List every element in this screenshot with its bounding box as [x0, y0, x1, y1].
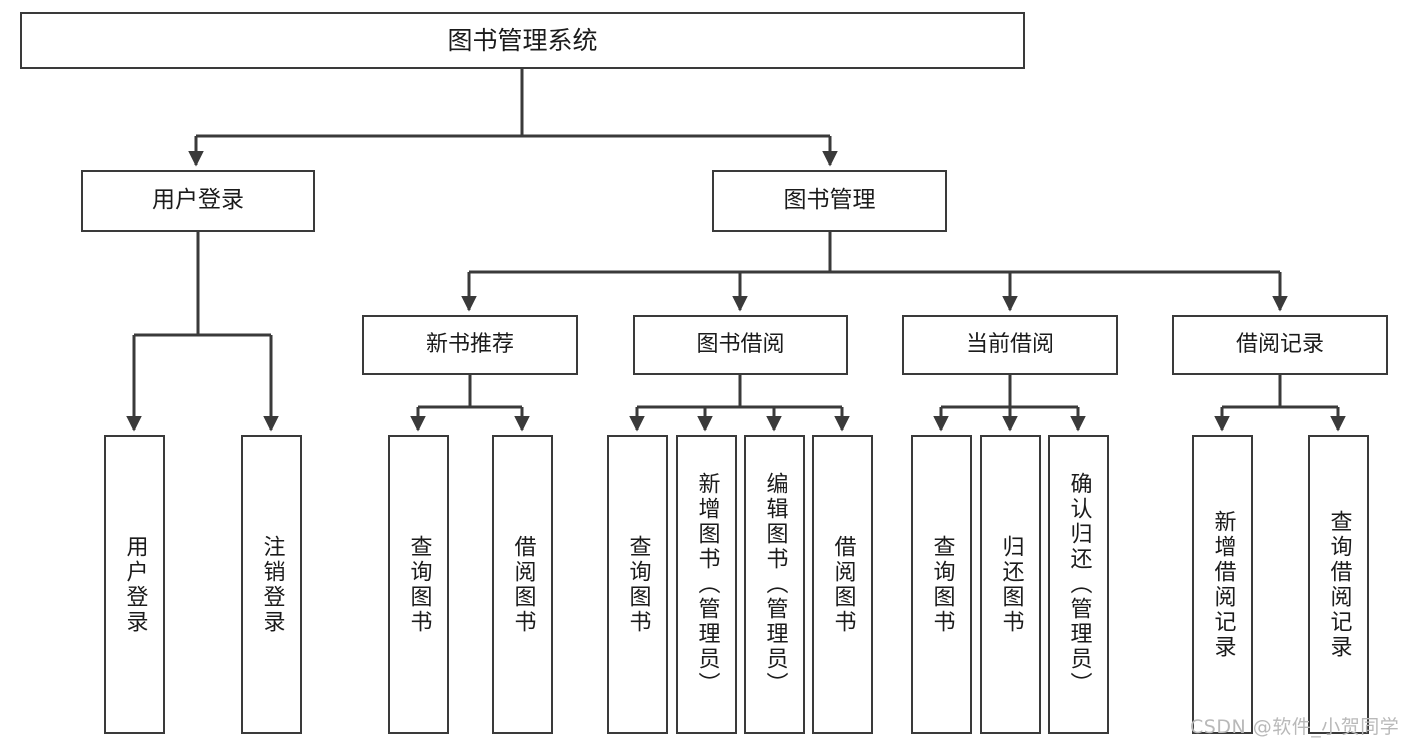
node-label: 借阅图书 [830, 534, 856, 635]
node-new-book-recommendation[interactable]: 新书推荐 [362, 315, 578, 375]
leaf-user-login[interactable]: 用户登录 [104, 435, 165, 734]
leaf-add-borrow-record[interactable]: 新增借阅记录 [1192, 435, 1253, 734]
node-label: 归还图书 [998, 534, 1024, 635]
node-label: 借阅记录 [1235, 332, 1324, 358]
leaf-query-borrow-record[interactable]: 查询借阅记录 [1308, 435, 1369, 734]
node-label: 查询借阅记录 [1326, 509, 1352, 660]
node-label: 查询图书 [406, 534, 432, 635]
leaf-return-book[interactable]: 归还图书 [980, 435, 1041, 734]
node-label: 查询图书 [929, 534, 955, 635]
leaf-borrow-book-bb[interactable]: 借阅图书 [812, 435, 873, 734]
node-label: 用户登录 [122, 534, 148, 635]
node-label: 新书推荐 [425, 332, 514, 358]
node-label: 图书管理 [783, 187, 876, 214]
node-label: 注销登录 [259, 534, 285, 635]
node-book-management-system[interactable]: 图书管理系统 [20, 12, 1025, 69]
node-label: 确认归还（管理员） [1066, 472, 1092, 697]
node-borrowing-records[interactable]: 借阅记录 [1172, 315, 1388, 375]
leaf-query-book-cb[interactable]: 查询图书 [911, 435, 972, 734]
node-label: 编辑图书（管理员） [762, 472, 788, 697]
node-book-borrowing[interactable]: 图书借阅 [633, 315, 848, 375]
node-label: 图书管理系统 [447, 25, 598, 55]
leaf-logout[interactable]: 注销登录 [241, 435, 302, 734]
node-label: 新增借阅记录 [1210, 509, 1236, 660]
node-label: 借阅图书 [510, 534, 536, 635]
leaf-query-book-bb[interactable]: 查询图书 [607, 435, 668, 734]
node-label: 图书借阅 [696, 332, 785, 358]
leaf-confirm-return-admin[interactable]: 确认归还（管理员） [1048, 435, 1109, 734]
node-label: 查询图书 [625, 534, 651, 635]
node-book-management[interactable]: 图书管理 [712, 170, 947, 232]
node-label: 新增图书（管理员） [694, 472, 720, 697]
node-user-login[interactable]: 用户登录 [81, 170, 315, 232]
leaf-edit-book-admin[interactable]: 编辑图书（管理员） [744, 435, 805, 734]
watermark: CSDN @软件_小贺同学 [1190, 716, 1400, 738]
leaf-query-book-nbr[interactable]: 查询图书 [388, 435, 449, 734]
leaf-add-book-admin[interactable]: 新增图书（管理员） [676, 435, 737, 734]
node-label: 用户登录 [152, 187, 244, 214]
leaf-borrow-book-nbr[interactable]: 借阅图书 [492, 435, 553, 734]
node-current-borrowing[interactable]: 当前借阅 [902, 315, 1118, 375]
node-label: 当前借阅 [965, 332, 1054, 358]
